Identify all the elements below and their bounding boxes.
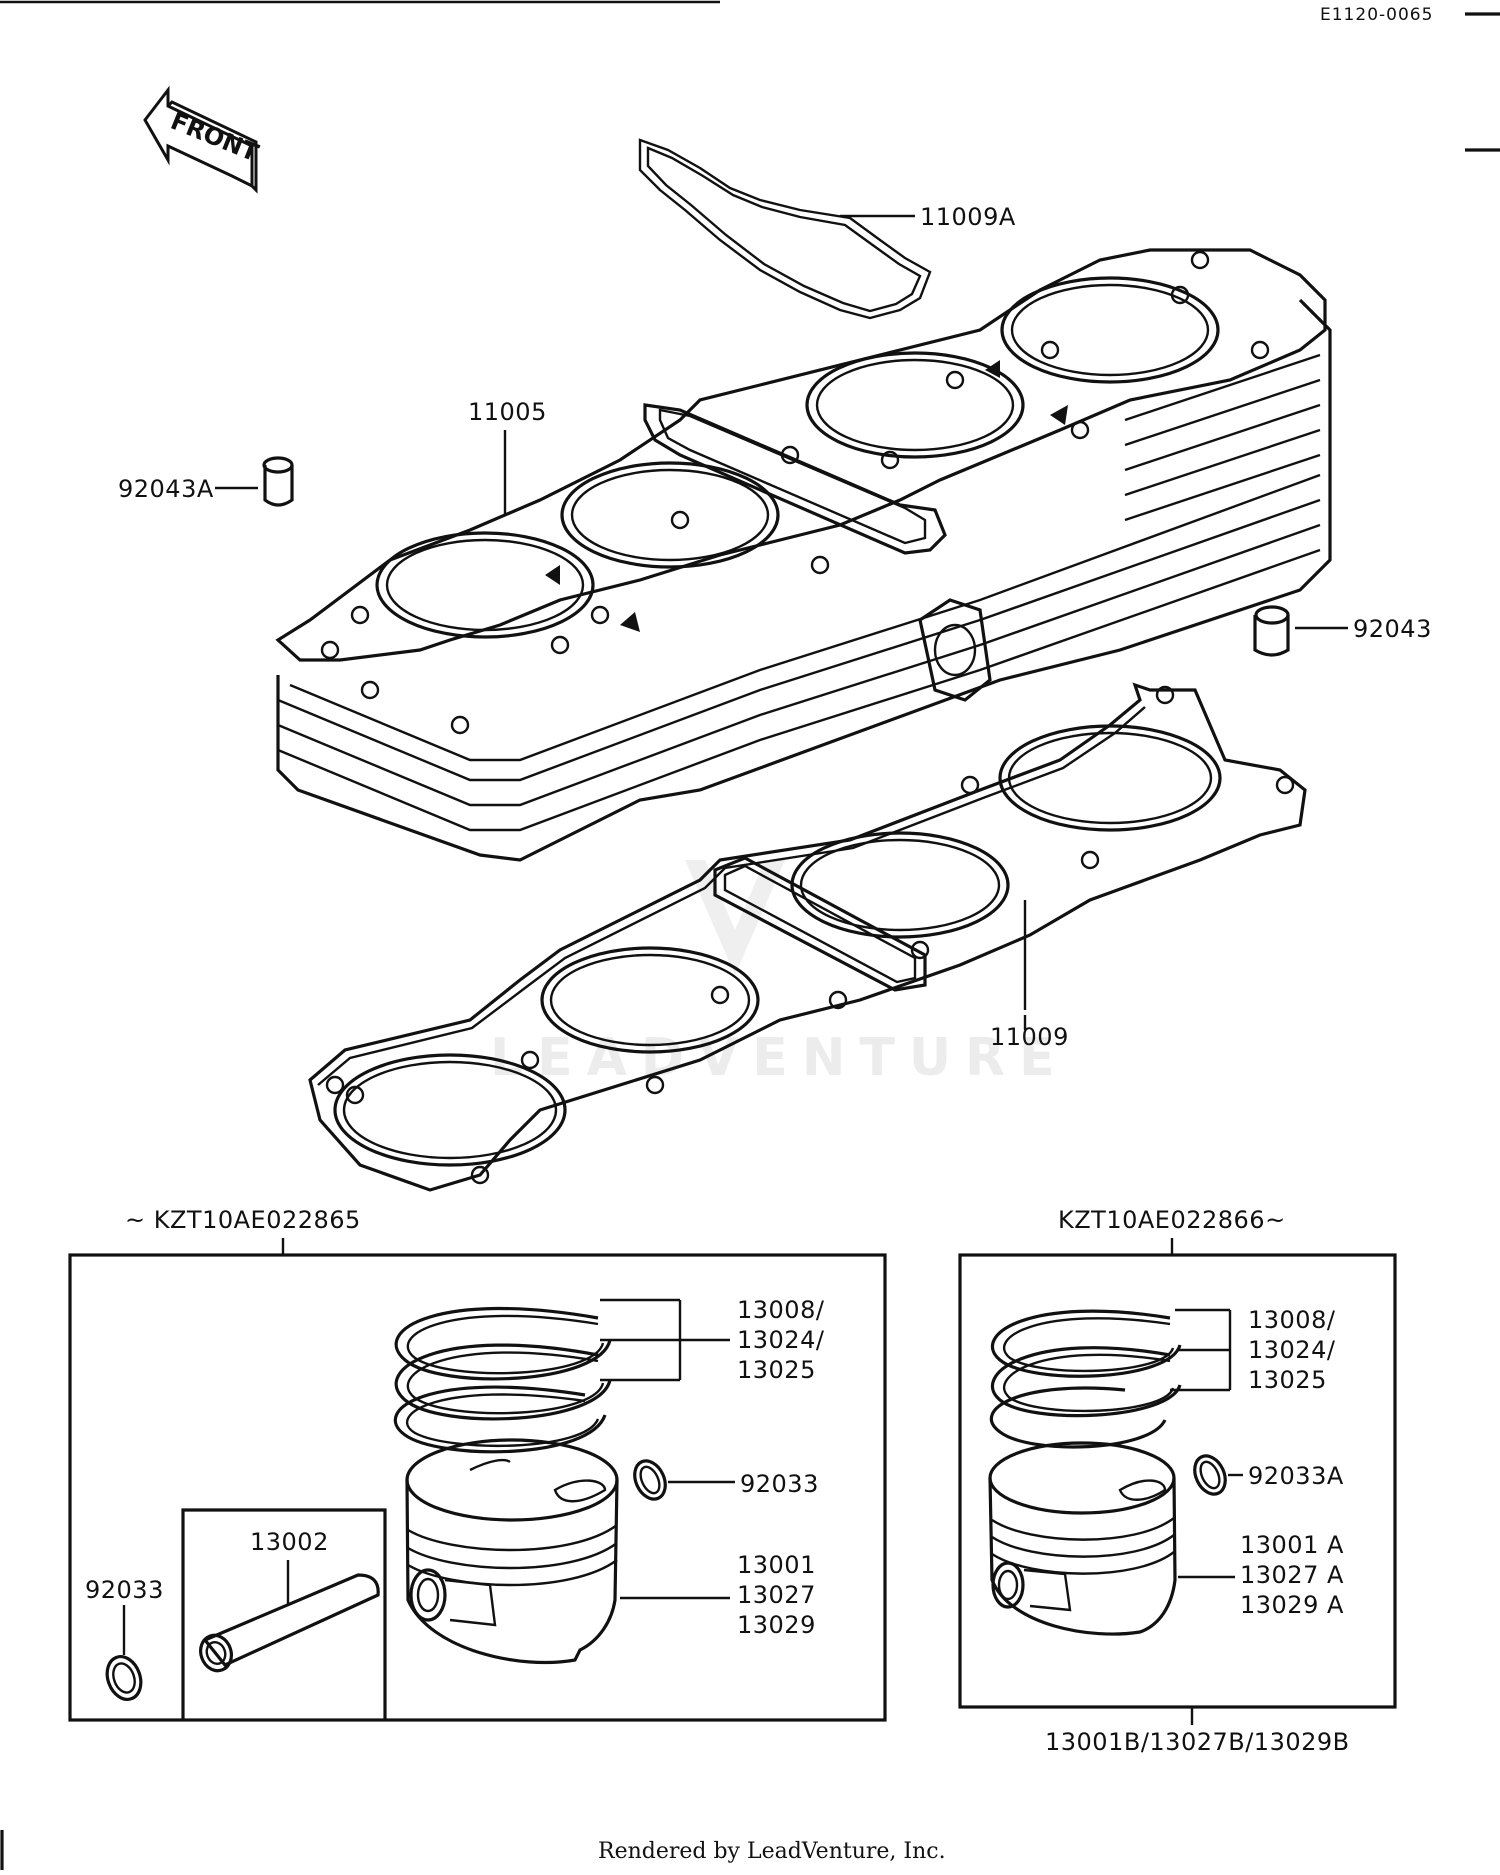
left-piston-label-3: 13029 (737, 1611, 816, 1639)
label-11009a: 11009A (920, 203, 1016, 231)
dowel-pin-92043: 92043 (1253, 605, 1432, 657)
right-ring-label-1: 13008/ (1248, 1306, 1336, 1334)
label-92043a: 92043A (118, 475, 214, 503)
watermark-text: LEADVENTURE (490, 1028, 1069, 1088)
pin-subframe (181, 1508, 387, 1720)
left-piston-label-1: 13001 (737, 1551, 816, 1579)
left-ring-label-1: 13008/ (737, 1296, 825, 1324)
cylinder-block: 11005 (275, 248, 1332, 862)
right-serial-label: KZT10AE022866~ (1058, 1206, 1286, 1234)
right-footer-parts: 13001B/13027B/13029B (1045, 1728, 1350, 1756)
piston-rings-left (393, 1298, 730, 1454)
left-piston-group: ~ KZT10AE022865 13008/ 13024/ 13025 (68, 1206, 887, 1722)
left-piston-label-2: 13027 (737, 1581, 816, 1609)
left-ring-label-3: 13025 (737, 1356, 816, 1384)
left-serial-label: ~ KZT10AE022865 (125, 1206, 361, 1234)
footer-credit: Rendered by LeadVenture, Inc. (598, 1839, 946, 1864)
right-piston-label-2: 13027 A (1240, 1561, 1344, 1589)
base-gasket: 11009 (308, 682, 1307, 1192)
piston-clip-left (105, 1605, 143, 1701)
right-group-frame (958, 1253, 1397, 1709)
left-clip-label: 92033 (740, 1470, 819, 1498)
left-clip-label-2: 92033 (85, 1576, 164, 1604)
pin-label: 13002 (250, 1528, 329, 1556)
label-92043: 92043 (1353, 615, 1432, 643)
piston-clip-right-group (1193, 1454, 1243, 1496)
watermark: LEADVENTURE (490, 860, 1069, 1088)
piston-pin (199, 1560, 380, 1673)
right-piston-label-3: 13029 A (1240, 1591, 1344, 1619)
dowel-pin-92043a: 92043A (118, 456, 294, 507)
right-piston-group: KZT10AE022866~ 13008/ 13024/ 13025 (958, 1206, 1397, 1756)
head-cover-gasket: 11009A (638, 138, 1016, 320)
label-11009: 11009 (990, 1023, 1069, 1051)
piston-left (405, 1438, 619, 1664)
left-group-frame (68, 1253, 887, 1722)
right-piston-label-1: 13001 A (1240, 1531, 1344, 1559)
piston-clip-right (633, 1459, 735, 1501)
left-ring-label-2: 13024/ (737, 1326, 825, 1354)
right-ring-label-3: 13025 (1248, 1366, 1327, 1394)
front-arrow-icon: FRONT (143, 85, 263, 194)
label-11005: 11005 (468, 398, 547, 426)
right-clip-label: 92033A (1248, 1462, 1344, 1490)
piston-rings-right (989, 1308, 1232, 1449)
piston-right (988, 1441, 1235, 1636)
diagram-code: E1120-0065 (1320, 5, 1433, 25)
right-ring-label-2: 13024/ (1248, 1336, 1336, 1364)
